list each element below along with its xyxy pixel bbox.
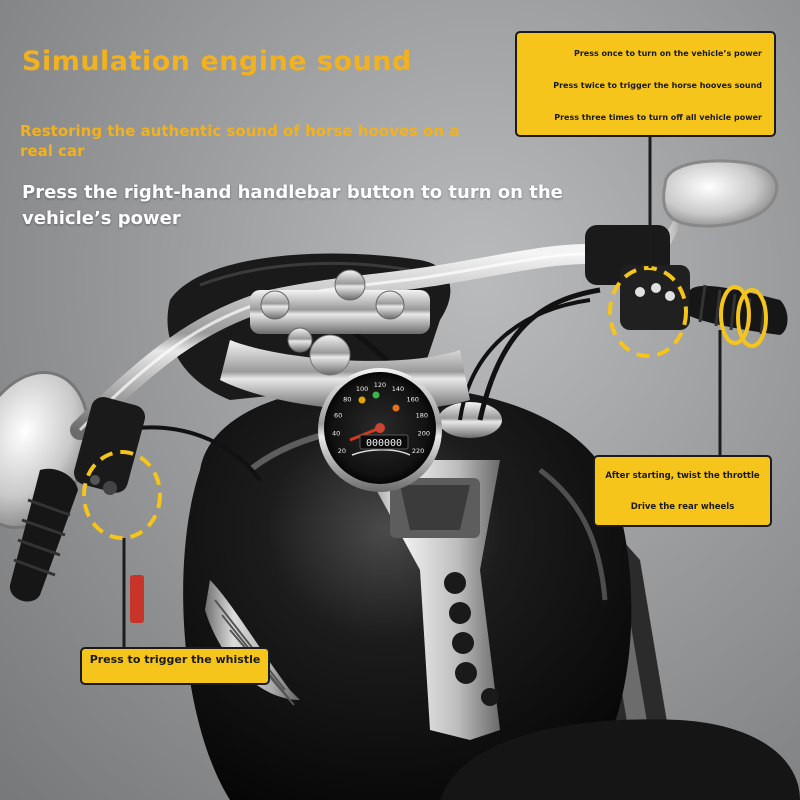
callout-line: After starting, twist the throttle [605, 471, 760, 481]
callout-line: Press twice to trigger the horse hooves … [553, 81, 762, 90]
whistle-button-highlight [82, 450, 162, 540]
power-button-highlight [608, 266, 688, 358]
speed-tick-label: 80 [343, 396, 351, 404]
speed-tick-label: 20 [338, 447, 346, 455]
speed-tick-label: 140 [392, 385, 404, 393]
callout-line: Press three times to turn off all vehicl… [554, 113, 762, 122]
speed-tick-label: 100 [356, 385, 368, 393]
speed-tick-label: 180 [416, 411, 428, 419]
fuel-cap [438, 402, 502, 438]
callout-line: Drive the rear wheels [630, 502, 735, 512]
speed-tick-label: 60 [334, 411, 342, 419]
odometer: 000000 [366, 438, 402, 449]
left-grip [9, 468, 78, 602]
throttle-ring-icon [719, 285, 751, 345]
callout-line: Press once to turn on the vehicle’s powe… [573, 49, 762, 58]
speed-tick-label: 220 [412, 447, 424, 455]
speed-tick-label: 160 [406, 396, 418, 404]
headline-title: Simulation engine sound [22, 46, 412, 77]
speed-tick-label: 40 [332, 430, 340, 438]
power-button-callout: Press once to turn on the vehicle’s powe… [515, 31, 776, 137]
right-mirror [662, 159, 779, 228]
side-reflector [130, 575, 144, 623]
speed-tick-label: 120 [374, 381, 386, 389]
subline-text: Restoring the authentic sound of horse h… [20, 122, 460, 160]
throttle-callout: After starting, twist the throttle Drive… [593, 455, 772, 527]
front-seat [440, 719, 800, 800]
speed-tick-label: 200 [418, 430, 430, 438]
whistle-callout: Press to trigger the whistle [80, 647, 270, 685]
power-instruction: Press the right-hand handlebar button to… [22, 182, 563, 229]
